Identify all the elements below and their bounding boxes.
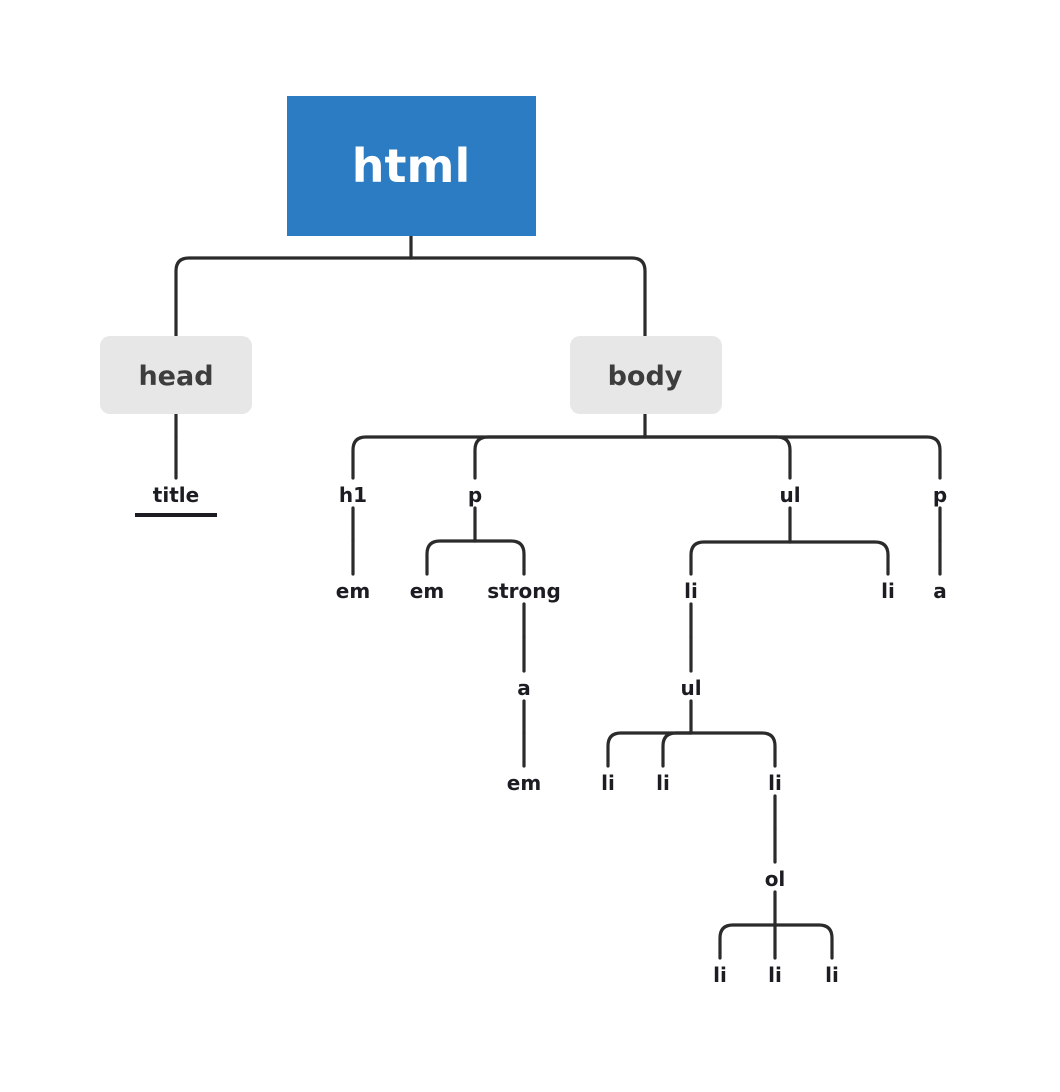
edge-branch-ul1-1	[788, 540, 890, 576]
node-label-ol-li1: li	[713, 963, 727, 987]
node-label-ol: ol	[765, 867, 786, 891]
edge-branch-li1-ul-1	[661, 731, 693, 768]
node-p1-em[interactable]: em	[410, 579, 444, 603]
node-p2[interactable]: p	[933, 483, 947, 507]
edge-branch-body-0	[351, 435, 647, 480]
node-label-ul1: ul	[779, 483, 800, 507]
edge-branch-ol-0	[718, 923, 777, 960]
edge-layer	[135, 234, 942, 960]
node-ul1-li1[interactable]: li	[684, 579, 698, 603]
node-label-ul2-li1: li	[601, 771, 615, 795]
node-body[interactable]: body	[570, 336, 722, 414]
node-label-ol-li3: li	[825, 963, 839, 987]
node-ul1-li2[interactable]: li	[881, 579, 895, 603]
node-label-p1: p	[468, 483, 482, 507]
node-label-html: html	[352, 139, 470, 193]
edge-branch-ul1-0	[689, 540, 792, 576]
node-label-p2-a: a	[933, 579, 947, 603]
node-label-head: head	[138, 361, 213, 392]
node-ul1[interactable]: ul	[779, 483, 800, 507]
edge-group-li1-ul	[606, 699, 777, 768]
node-ol-li2[interactable]: li	[768, 963, 782, 987]
node-label-title: title	[153, 483, 199, 507]
node-layer: html head body title h1 p ul p em em strong li li a a u…	[100, 96, 947, 987]
node-head[interactable]: head	[100, 336, 252, 414]
node-h1-em[interactable]: em	[336, 579, 370, 603]
node-box-head[interactable]	[100, 336, 252, 414]
node-label-ul1-li1: li	[684, 579, 698, 603]
node-a-em[interactable]: em	[507, 771, 541, 795]
node-label-p1-em: em	[410, 579, 444, 603]
node-ol[interactable]: ol	[765, 867, 786, 891]
node-ul2-li3[interactable]: li	[768, 771, 782, 795]
edge-branch-ol-2	[773, 923, 834, 960]
node-strong-a[interactable]: a	[517, 676, 531, 700]
edge-group-body	[351, 412, 942, 480]
node-p1-strong[interactable]: strong	[487, 579, 561, 603]
node-title[interactable]: title	[153, 483, 199, 507]
edge-branch-p1-0	[425, 539, 477, 576]
edge-branch-li1-ul-2	[689, 731, 777, 768]
node-label-ul2-li2: li	[656, 771, 670, 795]
node-label-p1-strong: strong	[487, 579, 561, 603]
node-box-body[interactable]	[570, 336, 722, 414]
node-label-body: body	[608, 361, 683, 392]
node-ul2-li2[interactable]: li	[656, 771, 670, 795]
node-p2-a[interactable]: a	[933, 579, 947, 603]
node-label-p2: p	[933, 483, 947, 507]
edge-group-ol	[718, 890, 834, 960]
node-ol-li3[interactable]: li	[825, 963, 839, 987]
edge-branch-html-1	[409, 256, 647, 338]
node-html[interactable]: html	[287, 96, 536, 236]
node-label-ul2-li3: li	[768, 771, 782, 795]
edge-group-html	[174, 234, 647, 338]
edge-branch-p1-1	[473, 539, 526, 576]
node-label-ol-li2: li	[768, 963, 782, 987]
edge-group-p1	[425, 506, 526, 576]
node-li1-ul[interactable]: ul	[680, 676, 701, 700]
node-p1[interactable]: p	[468, 483, 482, 507]
node-label-strong-a: a	[517, 676, 531, 700]
edge-branch-li1-ul-0	[606, 731, 693, 768]
node-label-h1: h1	[339, 483, 367, 507]
node-ul2-li1[interactable]: li	[601, 771, 615, 795]
node-label-a-em: em	[507, 771, 541, 795]
edge-branch-body-1	[473, 435, 647, 480]
node-label-li1-ul: ul	[680, 676, 701, 700]
node-ol-li1[interactable]: li	[713, 963, 727, 987]
node-label-ul1-li2: li	[881, 579, 895, 603]
edge-branch-body-2	[643, 435, 792, 480]
node-h1[interactable]: h1	[339, 483, 367, 507]
edge-branch-html-0	[174, 256, 413, 338]
node-label-h1-em: em	[336, 579, 370, 603]
edge-group-ul1	[689, 506, 890, 576]
node-box-html[interactable]	[287, 96, 536, 236]
edge-branch-body-3	[643, 435, 942, 480]
